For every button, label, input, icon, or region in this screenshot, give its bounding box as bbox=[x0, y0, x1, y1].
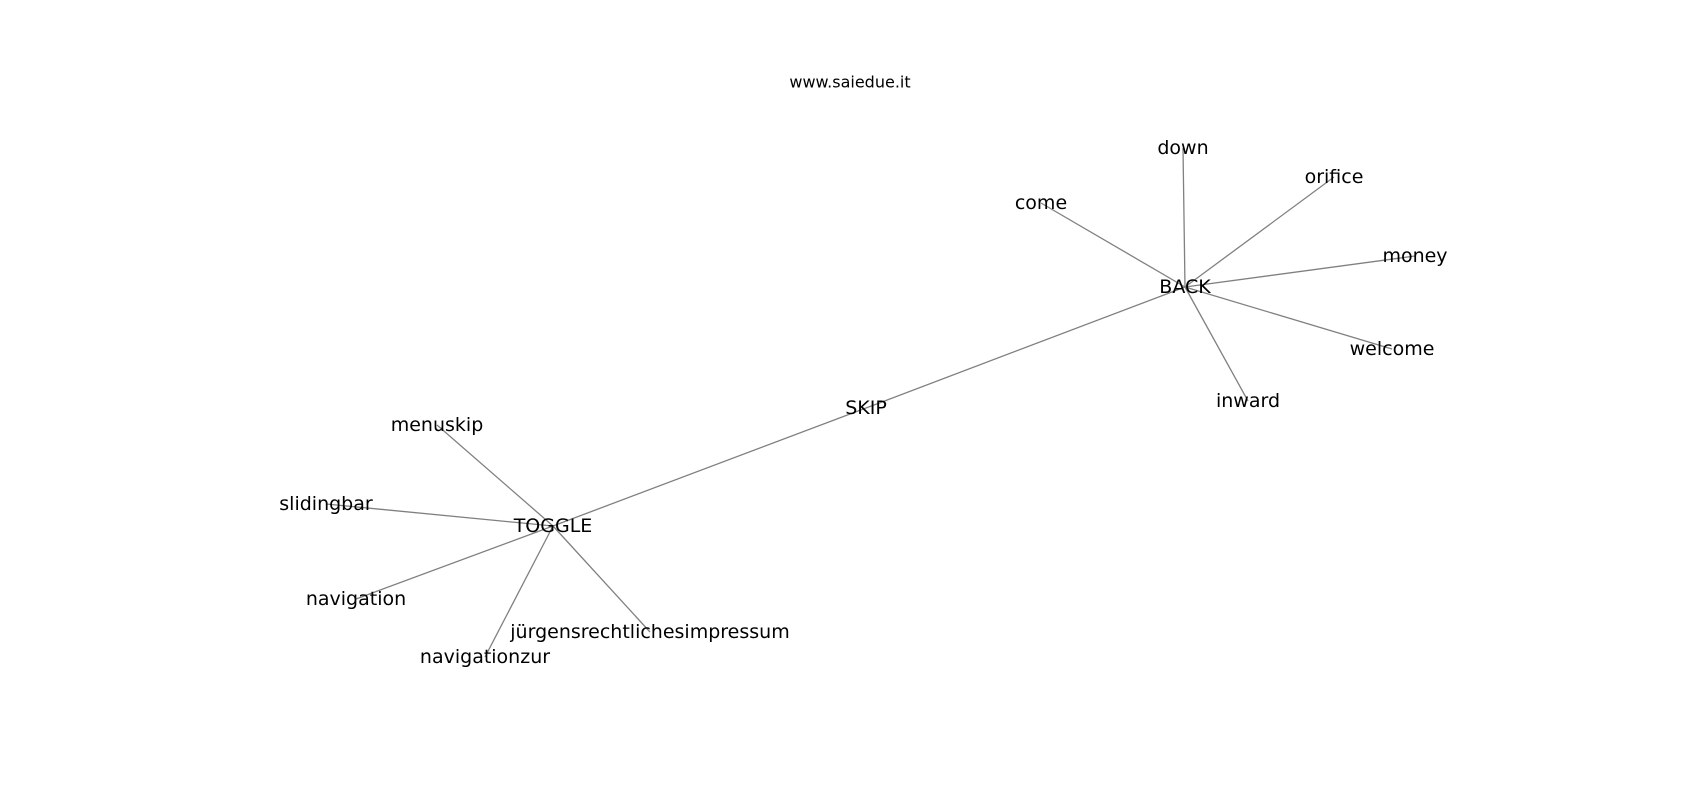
node-label-navigationzur: navigationzur bbox=[420, 646, 550, 668]
edge-back-orifice bbox=[1184, 176, 1335, 288]
edge-back-money bbox=[1184, 255, 1416, 288]
nodes-layer: SKIP BACK TOGGLE down orifice come money welcom… bbox=[279, 137, 1447, 668]
edge-toggle-slidingbar bbox=[325, 503, 554, 527]
node-label-inward: inward bbox=[1216, 390, 1280, 412]
node-label-navigation: navigation bbox=[306, 588, 406, 610]
node-label-menuskip: menuskip bbox=[391, 414, 484, 436]
node-label-welcome: welcome bbox=[1350, 338, 1435, 360]
edge-toggle-jurgens bbox=[552, 525, 651, 633]
node-label-toggle: TOGGLE bbox=[513, 515, 593, 537]
node-label-money: money bbox=[1382, 245, 1447, 267]
edge-skip-toggle bbox=[552, 407, 867, 527]
node-label-come: come bbox=[1015, 192, 1067, 214]
node-label-slidingbar: slidingbar bbox=[279, 493, 373, 515]
edge-toggle-navigationzur bbox=[484, 525, 554, 658]
edge-back-welcome bbox=[1184, 286, 1393, 350]
edges-layer bbox=[325, 147, 1416, 658]
edge-toggle-navigation bbox=[355, 525, 554, 600]
node-label-orifice: orifice bbox=[1305, 166, 1364, 188]
node-label-skip: SKIP bbox=[845, 397, 887, 419]
edge-back-come bbox=[1040, 202, 1186, 288]
edge-back-inward bbox=[1184, 286, 1249, 402]
diagram-title: www.saiedue.it bbox=[789, 72, 911, 92]
node-label-jurgens: jürgensrechtlichesimpressum bbox=[509, 621, 789, 643]
node-label-back: BACK bbox=[1159, 276, 1211, 298]
node-label-down: down bbox=[1157, 137, 1208, 159]
edge-skip-back bbox=[865, 286, 1186, 409]
edge-toggle-menuskip bbox=[436, 424, 554, 527]
edge-back-down bbox=[1182, 147, 1186, 288]
